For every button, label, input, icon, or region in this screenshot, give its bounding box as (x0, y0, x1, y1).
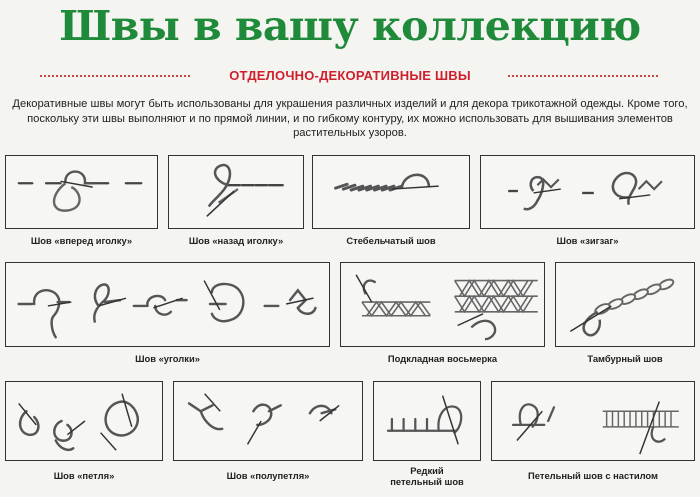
page-title: Швы в вашу коллекцию (59, 2, 641, 50)
panel-redkii-petelnyi (373, 381, 481, 461)
caption-vosmerka: Подкладная восьмерка (387, 353, 498, 364)
illustration-redkii-petelnyi (386, 395, 463, 445)
caption-tamburnyi: Тамбурный шов (587, 353, 663, 364)
illustration-stebelchatyi (334, 173, 439, 192)
panel-vosmerka (340, 262, 545, 347)
caption-s-nastilom: Петельный шов с настилом (528, 470, 658, 481)
caption-stebelchatyi: Стебельчатый шов (346, 235, 436, 246)
section-subtitle: ОТДЕЛОЧНО-ДЕКОРАТИВНЫЕ ШВЫ (221, 68, 479, 83)
intro-paragraph: Декоративные швы могут быть использованы… (12, 98, 688, 139)
dotted-rule-right (508, 75, 658, 77)
panel-stebelchatyi (312, 155, 470, 229)
caption-polupetlya: Шов «полупетля» (226, 470, 310, 481)
subtitle-row: ОТДЕЛОЧНО-ДЕКОРАТИВНЫЕ ШВЫ (0, 67, 700, 85)
illustration-vosmerka (355, 274, 538, 341)
panel-polupetlya (173, 381, 363, 461)
caption-redkii-line1: Редкий (410, 465, 444, 476)
panel-zigzag (480, 155, 695, 229)
caption-vpered-igolku: Шов «вперед иголку» (30, 235, 133, 246)
illustration-tamburnyi (569, 278, 675, 337)
panel-nazad-igolku (168, 155, 304, 229)
panel-tamburnyi (555, 262, 695, 347)
caption-ugolki: Шов «уголки» (135, 353, 200, 364)
caption-redkii-petelnyi: Редкий петельный шов (373, 465, 481, 487)
caption-zigzag: Шов «зигзаг» (556, 235, 619, 246)
panel-s-nastilom (491, 381, 695, 461)
caption-petlya: Шов «петля» (53, 470, 115, 481)
caption-nazad-igolku: Шов «назад иголку» (188, 235, 284, 246)
illustration-zigzag (508, 171, 663, 211)
illustration-petlya (18, 393, 139, 452)
illustration-vpered-igolku (17, 170, 143, 212)
dotted-rule-left (40, 75, 190, 77)
illustration-nazad-igolku (206, 163, 284, 217)
panel-vpered-igolku (5, 155, 158, 229)
caption-redkii-line2: петельный шов (390, 476, 464, 487)
panel-ugolki (5, 262, 330, 347)
panel-petlya (5, 381, 163, 461)
illustration-s-nastilom (511, 401, 679, 455)
illustration-ugolki (17, 280, 317, 339)
illustration-polupetlya (187, 393, 340, 445)
